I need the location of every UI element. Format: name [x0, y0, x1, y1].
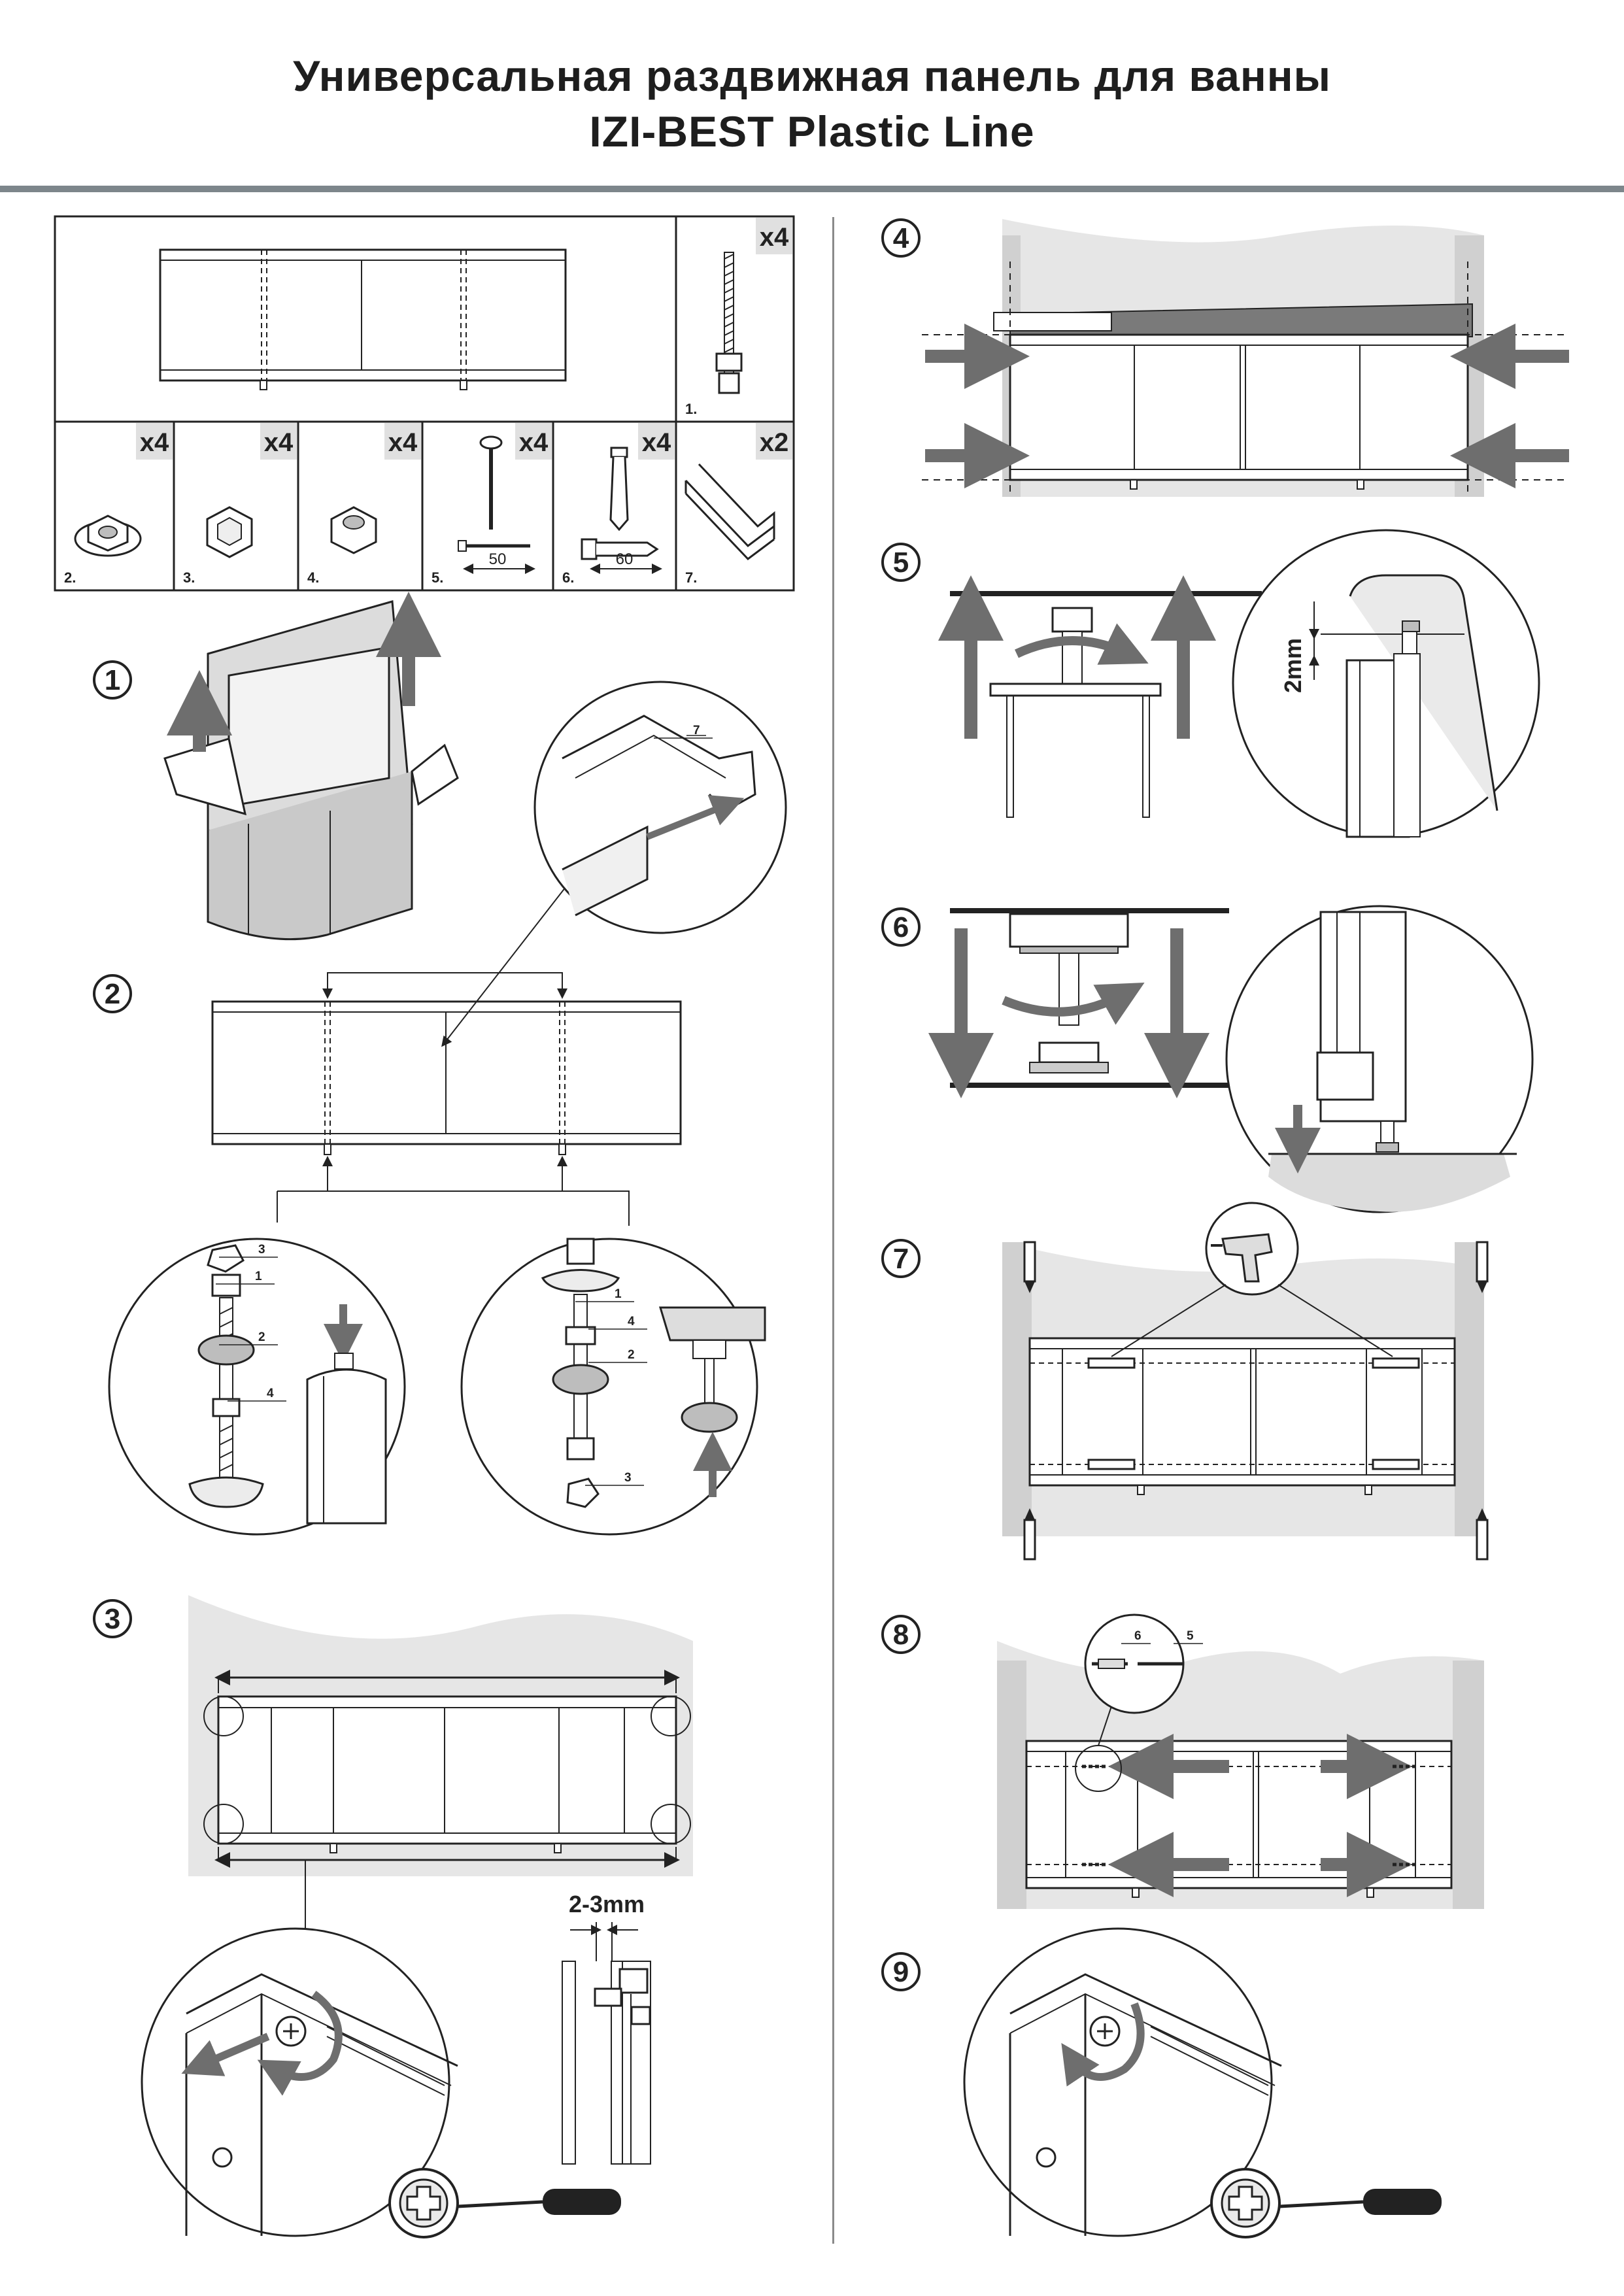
fastener-detail-circle — [1084, 1613, 1185, 1714]
step-2-badge: 2 — [93, 974, 132, 1013]
callout-label: 5 — [1187, 1629, 1194, 1643]
step-6-adjust-down — [928, 905, 1534, 1213]
part-5: x4 5. 50 — [431, 423, 552, 586]
step-2-assemble: 7 3 1 2 4 1 4 2 3 — [108, 681, 787, 1536]
part-qty: x4 — [388, 428, 418, 457]
step-8-badge: 8 — [881, 1615, 921, 1654]
part-qty: x4 — [642, 428, 671, 457]
step-5-adjust-up — [938, 529, 1540, 838]
guide-profile-icon — [685, 463, 775, 561]
step-number: 5 — [893, 547, 909, 579]
step-2-callouts: 7 3 1 2 4 1 4 2 3 — [216, 724, 713, 1486]
part-index: 2. — [64, 569, 76, 586]
gap-detail — [562, 1922, 651, 2165]
part-index: 7. — [685, 569, 697, 586]
clearance-detail-circle — [1232, 529, 1540, 838]
screw-length-label: 50 — [489, 550, 507, 568]
hex-nut-icon — [206, 506, 253, 558]
callout-label: 2 — [628, 1348, 635, 1362]
step-number: 1 — [105, 664, 120, 696]
part-index: 5. — [431, 569, 443, 586]
bolt-detail-right — [460, 1238, 766, 1536]
gap-label-2-3mm: 2-3mm — [569, 1891, 645, 1917]
part-qty: x2 — [760, 428, 789, 457]
floor-detail-circle — [1225, 905, 1534, 1213]
parts-list: x4 1. x4 2. x4 3. x4 4. x4 5. 50 x4 6. 60 x2 7. — [64, 218, 792, 586]
title-rule — [0, 186, 1624, 192]
step-4-badge: 4 — [881, 218, 921, 258]
callout-label: 3 — [258, 1243, 265, 1257]
step-number: 4 — [893, 222, 909, 254]
step-number: 2 — [105, 978, 120, 1010]
callout-label: 6 — [1134, 1629, 1142, 1643]
step-9-badge: 9 — [881, 1952, 921, 1991]
part-index: 6. — [562, 569, 574, 586]
part-6: x4 6. 60 — [562, 423, 675, 586]
step-1-unpack — [163, 592, 459, 941]
callout-label: 4 — [628, 1315, 635, 1328]
part-index: 3. — [183, 569, 195, 586]
part-qty: x4 — [140, 428, 169, 457]
step-6-badge: 6 — [881, 907, 921, 947]
step-number: 7 — [893, 1243, 909, 1275]
step-number: 9 — [893, 1956, 909, 1988]
screw-detail-circle — [141, 1927, 458, 2237]
profile-detail-circle — [533, 681, 787, 934]
step-9-final-screw — [963, 1927, 1442, 2238]
product-name: IZI-BEST Plastic Line — [589, 107, 1035, 156]
threaded-stud-with-nut-icon — [715, 252, 743, 394]
page-title: Универсальная раздвижная панель для ванн… — [293, 52, 1331, 100]
part-index: 4. — [307, 569, 319, 586]
flange-nut-icon — [74, 515, 142, 557]
column-divider — [832, 217, 834, 2244]
screwdriver-icon — [1210, 2168, 1442, 2238]
step-7-badge: 7 — [881, 1239, 921, 1278]
step-badges: 1 2 3 4 5 6 7 8 9 — [93, 218, 921, 1991]
gap-label-2mm: 2mm — [1279, 638, 1306, 693]
part-1: x4 1. — [685, 218, 792, 417]
step-1-badge: 1 — [93, 660, 132, 700]
screwdriver-icon — [388, 2168, 621, 2238]
bolt-detail-left — [108, 1238, 406, 1536]
callout-label: 1 — [255, 1270, 262, 1283]
part-2: x4 2. — [64, 423, 173, 586]
step-3-badge: 3 — [93, 1599, 132, 1638]
drill-icon — [1205, 1202, 1299, 1296]
part-qty: x4 — [264, 428, 294, 457]
part-qty: x4 — [760, 223, 789, 252]
step-5-badge: 5 — [881, 543, 921, 582]
callout-label: 4 — [267, 1387, 274, 1400]
step-number: 3 — [105, 1603, 120, 1635]
page-header: Универсальная раздвижная панель для ванн… — [0, 0, 1624, 192]
callout-label: 2 — [258, 1330, 265, 1344]
plug-length-label: 60 — [616, 550, 634, 568]
panel-overview-icon — [159, 248, 567, 390]
step-4-level — [922, 219, 1569, 497]
callout-label: 7 — [693, 724, 700, 737]
step-7-mark-holes — [1002, 1202, 1489, 1561]
step-number: 6 — [893, 911, 909, 943]
step-3-install — [141, 1595, 693, 2238]
part-7: x2 7. — [685, 423, 792, 586]
part-4: x4 4. — [307, 423, 421, 586]
wall-plug-icon: 60 — [581, 447, 662, 574]
parts-kit-box — [54, 215, 795, 592]
lock-nut-icon — [330, 506, 377, 554]
step-number: 8 — [893, 1619, 909, 1651]
part-3: x4 3. — [183, 423, 297, 586]
callout-label: 1 — [615, 1287, 622, 1301]
part-index: 1. — [685, 401, 697, 417]
part-qty: x4 — [519, 428, 549, 457]
wood-screw-icon: 50 — [458, 435, 535, 574]
callout-label: 3 — [624, 1471, 632, 1485]
